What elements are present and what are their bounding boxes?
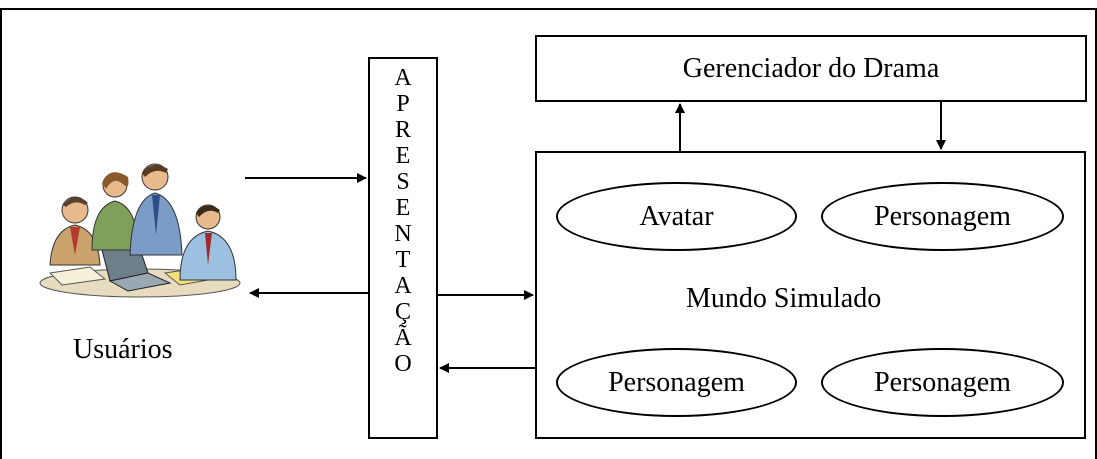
outer-frame-left xyxy=(0,8,2,459)
presentation-letter: N xyxy=(394,221,412,247)
presentation-letter: Ç xyxy=(394,299,411,325)
presentation-letter: O xyxy=(394,351,412,377)
avatar-node: Avatar xyxy=(556,182,797,251)
users-group-icon xyxy=(39,163,241,298)
avatar-label: Avatar xyxy=(639,200,714,232)
simulated-world-label: Mundo Simulado xyxy=(686,283,882,314)
drama-manager-label: Gerenciador do Drama xyxy=(682,52,940,84)
character-label: Personagem xyxy=(874,366,1011,398)
outer-frame-right xyxy=(1095,8,1097,459)
character-label: Personagem xyxy=(608,366,745,398)
drama-manager-box: Gerenciador do Drama xyxy=(535,35,1087,102)
character-label: Personagem xyxy=(874,200,1011,232)
presentation-box: A P R E S E N T A Ç Ã O xyxy=(368,57,438,439)
presentation-letter: E xyxy=(395,143,411,169)
presentation-letter: P xyxy=(396,91,410,117)
presentation-letter: A xyxy=(394,65,412,91)
users-label: Usuários xyxy=(73,334,173,365)
character-node: Personagem xyxy=(556,348,797,417)
character-node: Personagem xyxy=(821,182,1064,251)
presentation-letter: S xyxy=(396,169,410,195)
presentation-letter: E xyxy=(395,195,411,221)
presentation-letter: Ã xyxy=(394,325,412,351)
presentation-letter: R xyxy=(394,117,411,143)
character-node: Personagem xyxy=(821,348,1064,417)
outer-frame-top xyxy=(0,8,1095,10)
presentation-letter: T xyxy=(395,247,411,273)
presentation-letter: A xyxy=(394,273,412,299)
